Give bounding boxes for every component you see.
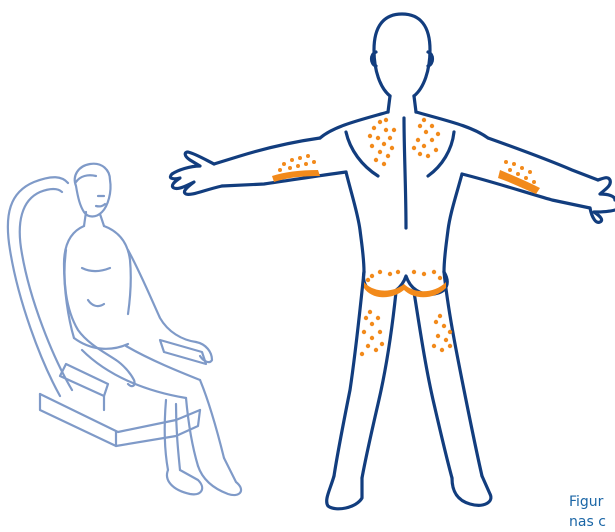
seated-arm-right (128, 250, 212, 362)
scapula-left (346, 132, 378, 176)
arm-left-upper (214, 138, 320, 164)
seated-figure (8, 164, 241, 495)
foot-right (452, 476, 491, 505)
shoulder-right (416, 112, 488, 138)
rash-upper-back-left (368, 118, 396, 166)
seated-torso (64, 212, 131, 349)
figure-caption-line-1: Figur (569, 492, 615, 512)
seated-head (75, 164, 111, 217)
standing-head (374, 14, 430, 96)
figure-caption: Figur nas c (569, 492, 615, 532)
torso-left (346, 172, 364, 272)
shoulder-left (320, 112, 388, 138)
rash-thigh-left (360, 310, 384, 356)
neck-right (414, 96, 416, 112)
leg-right-inner (414, 292, 452, 478)
seated-feet (167, 458, 241, 495)
leg-right-outer (444, 272, 482, 476)
spine (404, 118, 406, 228)
neck-left (388, 96, 390, 112)
chair-back (8, 177, 72, 396)
rash-upper-back-right (412, 118, 440, 158)
rash-thigh-right (432, 314, 452, 352)
leg-left-outer (334, 272, 364, 476)
foot-left (327, 476, 362, 509)
hand-left (170, 152, 222, 194)
standing-figure (170, 14, 615, 509)
hand-right (590, 178, 615, 223)
figure-caption-line-2: nas c (569, 512, 615, 532)
rash-buttocks (364, 270, 446, 297)
torso-right (444, 174, 462, 272)
